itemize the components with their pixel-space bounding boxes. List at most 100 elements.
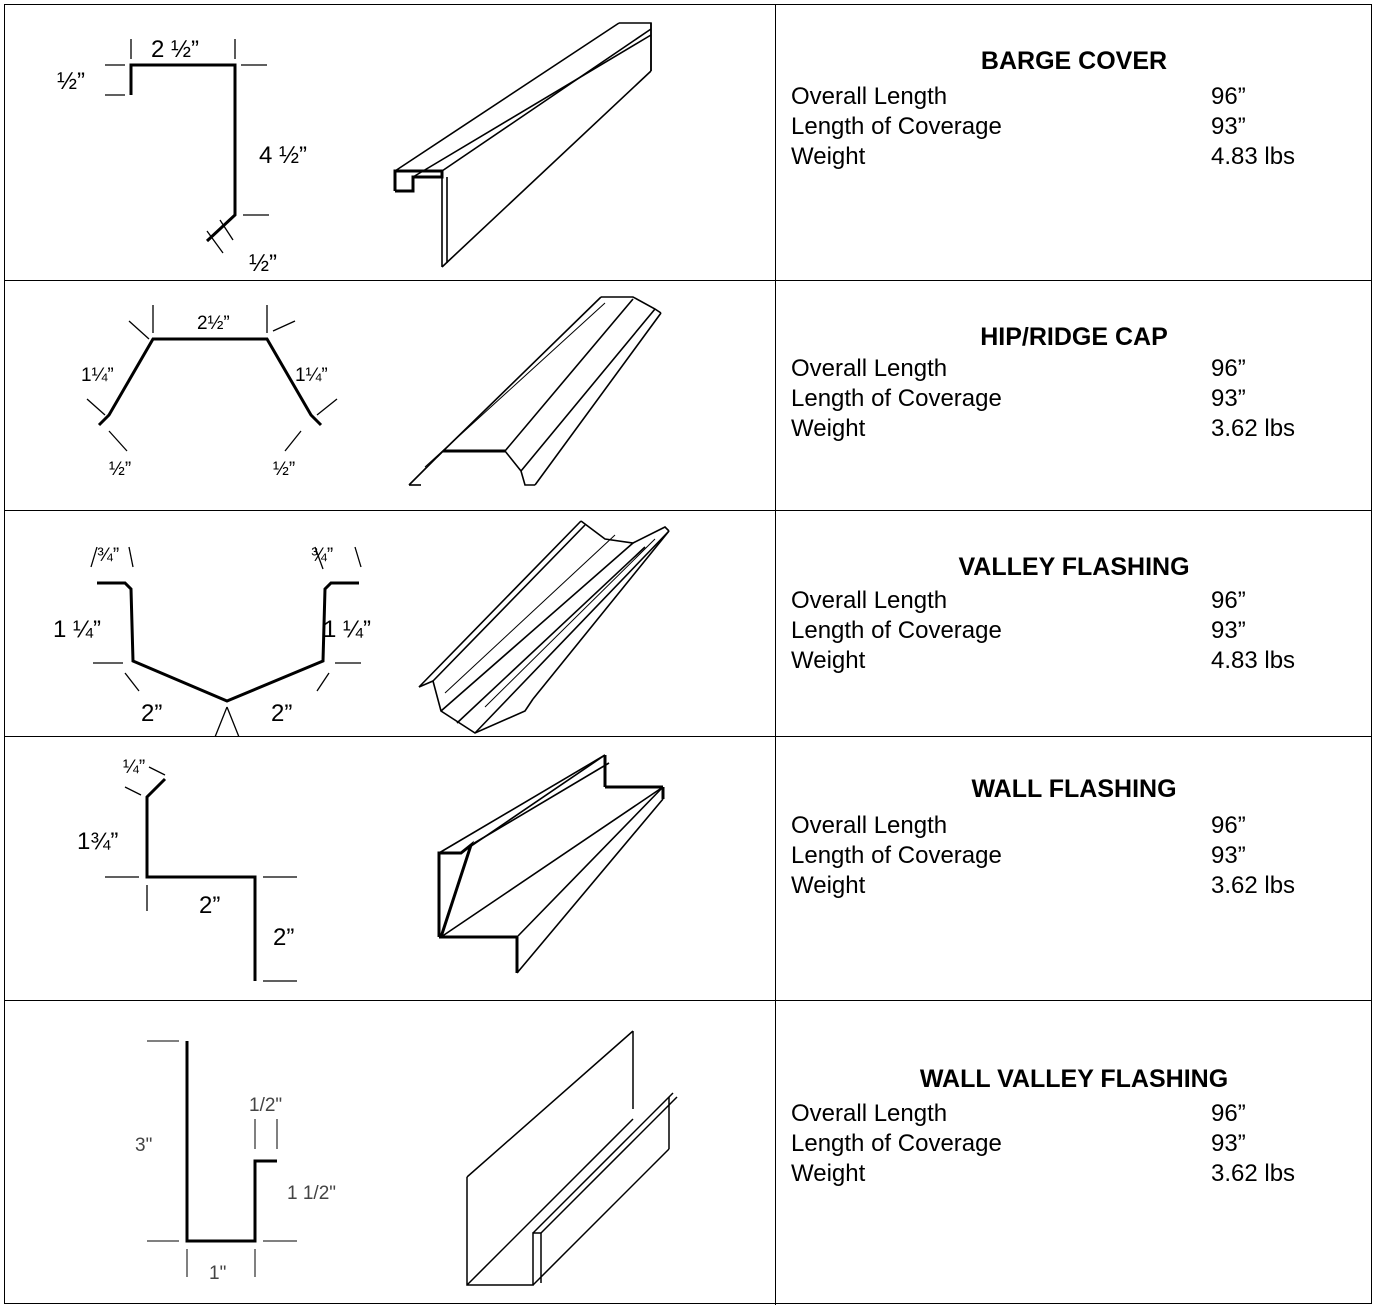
dim-label: 2” — [273, 924, 294, 951]
valley-flashing-isometric — [418, 520, 670, 734]
wall-flashing-profile-diagram: ¼” 1¾” 2” 2” — [77, 754, 665, 982]
barge-cover-specs: BARGE COVER Overall Length 96” Length of … — [777, 5, 1371, 280]
product-row-wall-valley-flashing: 1/2" 3" 1 1/2" 1" WALL VALLEY F — [5, 1001, 1371, 1305]
hip-ridge-cap-drawing: 2½” 1¼” 1¼” ½” ½” — [5, 281, 775, 510]
column-divider — [775, 1001, 776, 1305]
wall-flashing-drawing: ¼” 1¾” 2” 2” — [5, 737, 775, 1000]
dim-label: 1 ¼” — [323, 616, 371, 643]
dim-label: ½” — [109, 459, 131, 480]
barge-cover-profile-diagram: 2 ½” ½” 4 ½” ½” — [57, 22, 652, 277]
spec-value: 96” — [1211, 812, 1246, 839]
spec-value: 93” — [1211, 385, 1246, 412]
valley-flashing-specs: VALLEY FLASHING Overall Length 96” Length… — [777, 511, 1371, 736]
column-divider — [775, 281, 776, 510]
spec-value: 4.83 lbs — [1211, 143, 1296, 170]
spec-row: Overall Length 96” — [791, 811, 1295, 841]
spec-label: Length of Coverage — [791, 385, 1002, 412]
hip-ridge-cap-specs: HIP/RIDGE CAP Overall Length 96” Length o… — [777, 281, 1371, 510]
spec-row: Length of Coverage 93” — [791, 616, 1295, 646]
dim-label: 2 ½” — [151, 36, 199, 63]
spec-value: 96” — [1211, 1100, 1246, 1127]
wall-valley-flashing-specs: WALL VALLEY FLASHING Overall Length 96” L… — [777, 1001, 1371, 1305]
product-title: VALLEY FLASHING — [958, 553, 1190, 581]
spec-value: 93” — [1211, 113, 1246, 140]
dim-label: 1¼” — [295, 365, 328, 386]
spec-row: Length of Coverage 93” — [791, 112, 1295, 142]
spec-label: Weight — [791, 143, 866, 170]
dim-label: 1 ¼” — [53, 616, 101, 643]
dim-label: ¾” — [311, 545, 333, 566]
column-divider — [775, 737, 776, 1000]
product-title: BARGE COVER — [980, 47, 1168, 75]
spec-label: Weight — [791, 1160, 866, 1187]
valley-flashing-profile-diagram: ¾” ¾” 1 ¼” 1 ¼” 2” 2” — [53, 520, 670, 738]
wall-flashing-isometric — [437, 754, 665, 974]
product-title: WALL VALLEY FLASHING — [919, 1065, 1229, 1093]
wall-valley-flashing-drawing: 1/2" 3" 1 1/2" 1" — [5, 1001, 775, 1305]
spec-row: Length of Coverage 93” — [791, 1129, 1295, 1159]
spec-row: Overall Length 96” — [791, 586, 1295, 616]
hip-ridge-cap-profile-diagram: 2½” 1¼” 1¼” ½” ½” — [81, 296, 662, 486]
product-title: HIP/RIDGE CAP — [980, 323, 1168, 351]
spec-label: Length of Coverage — [791, 113, 1002, 140]
dim-label: 2” — [141, 700, 162, 727]
spec-row: Weight 4.83 lbs — [791, 142, 1295, 172]
product-title: WALL FLASHING — [971, 775, 1177, 803]
spec-label: Weight — [791, 647, 866, 674]
spec-value: 96” — [1211, 587, 1246, 614]
dim-label: 3" — [135, 1135, 152, 1156]
wall-valley-flashing-profile-diagram: 1/2" 3" 1 1/2" 1" — [135, 1030, 678, 1286]
dim-label: ¼” — [123, 757, 145, 778]
spec-label: Overall Length — [791, 587, 948, 614]
dim-label: 2” — [199, 892, 220, 919]
product-sheet: 2 ½” ½” 4 ½” ½” BARGE — [4, 4, 1372, 1305]
spec-label: Weight — [791, 415, 866, 442]
spec-value: 4.83 lbs — [1211, 647, 1296, 674]
spec-value: 93” — [1211, 1130, 1246, 1157]
dim-label: 2½” — [197, 313, 230, 334]
dim-label: ½” — [57, 68, 85, 95]
column-divider — [775, 5, 776, 280]
spec-row: Length of Coverage 93” — [791, 841, 1295, 871]
spec-label: Overall Length — [791, 1100, 948, 1127]
spec-value: 3.62 lbs — [1211, 872, 1296, 899]
dim-label: 1¼” — [81, 365, 114, 386]
product-row-wall-flashing: ¼” 1¾” 2” 2” — [5, 737, 1371, 1001]
dim-label: ½” — [273, 459, 295, 480]
barge-cover-isometric — [393, 22, 652, 268]
spec-value: 93” — [1211, 842, 1246, 869]
spec-label: Length of Coverage — [791, 1130, 1002, 1157]
product-row-valley-flashing: ¾” ¾” 1 ¼” 1 ¼” 2” 2” — [5, 511, 1371, 738]
spec-value: 93” — [1211, 617, 1246, 644]
spec-label: Overall Length — [791, 355, 948, 382]
spec-row: Overall Length 96” — [791, 1099, 1295, 1129]
spec-label: Overall Length — [791, 812, 948, 839]
spec-row: Length of Coverage 93” — [791, 384, 1295, 414]
column-divider — [775, 511, 776, 736]
dim-label: 2” — [271, 700, 292, 727]
spec-label: Length of Coverage — [791, 842, 1002, 869]
barge-cover-drawing: 2 ½” ½” 4 ½” ½” — [5, 5, 775, 280]
spec-label: Length of Coverage — [791, 617, 1002, 644]
spec-row: Overall Length 96” — [791, 354, 1295, 384]
dim-label: 4 ½” — [259, 142, 307, 169]
spec-label: Overall Length — [791, 83, 948, 110]
product-row-barge-cover: 2 ½” ½” 4 ½” ½” BARGE — [5, 5, 1371, 281]
spec-value: 3.62 lbs — [1211, 1160, 1296, 1187]
spec-row: Overall Length 96” — [791, 82, 1295, 112]
dim-label: 1¾” — [77, 828, 118, 855]
spec-value: 96” — [1211, 83, 1246, 110]
spec-row: Weight 3.62 lbs — [791, 1159, 1295, 1189]
hip-ridge-cap-isometric — [408, 296, 662, 486]
product-row-hip-ridge-cap: 2½” 1¼” 1¼” ½” ½” HIP/R — [5, 281, 1371, 511]
dim-label: 1" — [209, 1263, 226, 1284]
valley-flashing-drawing: ¾” ¾” 1 ¼” 1 ¼” 2” 2” — [5, 511, 775, 738]
spec-value: 96” — [1211, 355, 1246, 382]
